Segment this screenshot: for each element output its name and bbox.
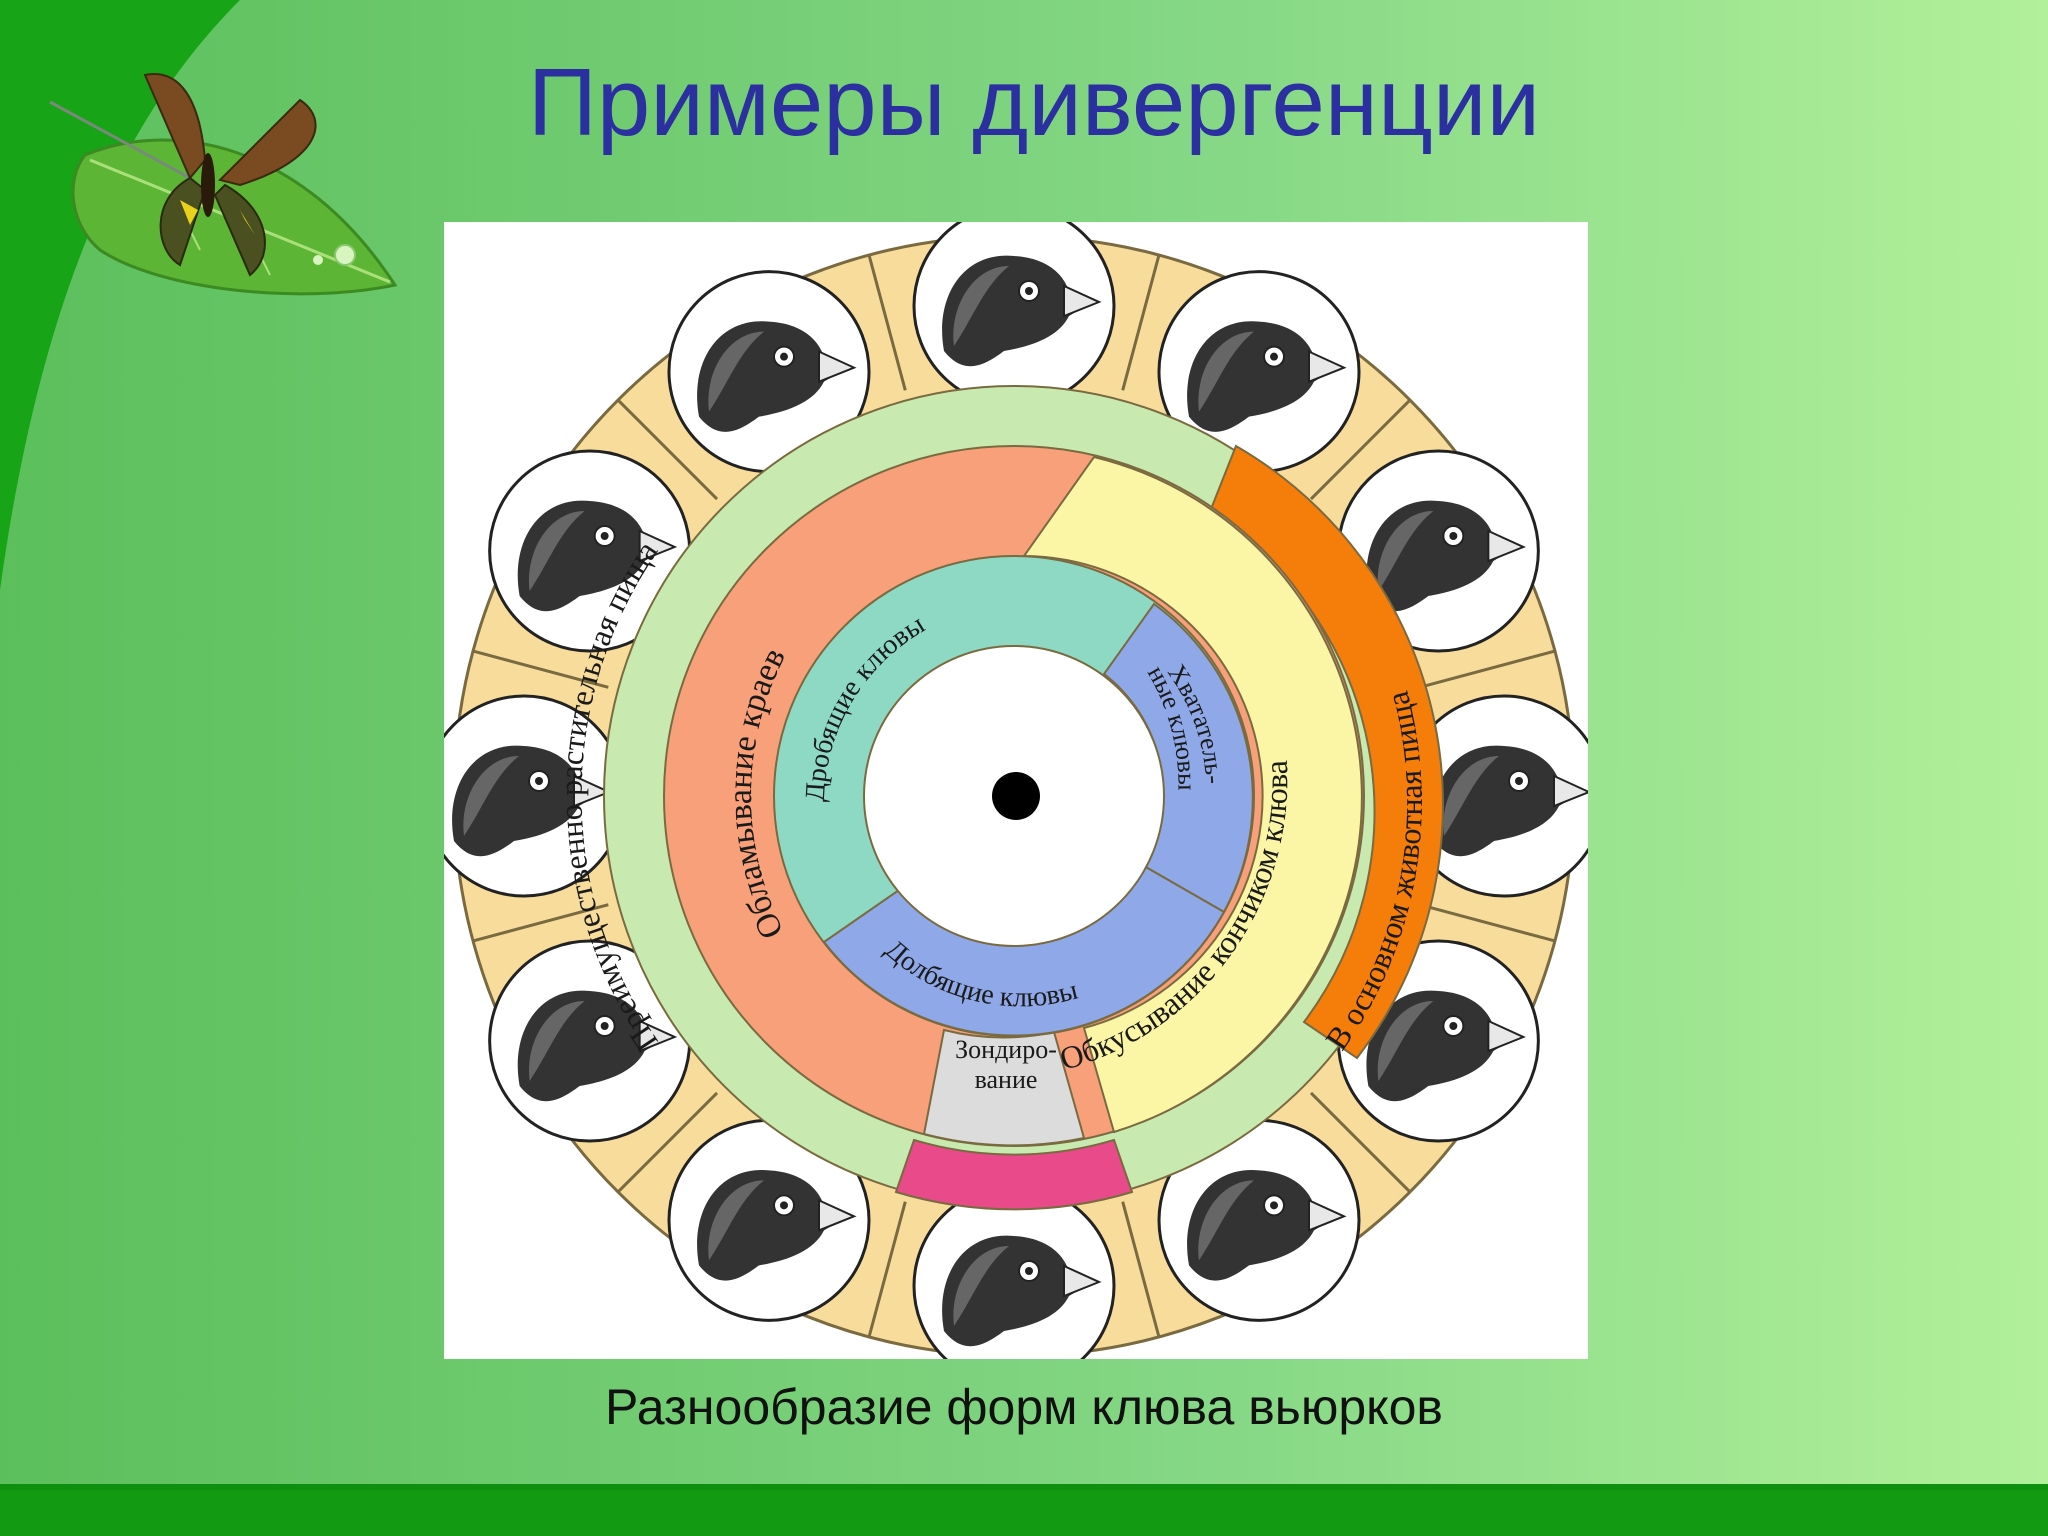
ring-divider: [867, 1201, 907, 1338]
ring-divider: [867, 254, 907, 391]
bird-head-icon: [912, 222, 1116, 408]
method-ring-biting: [1022, 455, 1363, 1134]
label-probing-1: Зондиро-: [955, 1035, 1057, 1064]
bird-head-icon: [667, 270, 871, 474]
ring-divider: [1121, 254, 1161, 391]
beak-divergence-wheel: Преимущественно растительная пища В осно…: [444, 222, 1588, 1359]
ring-divider: [616, 398, 719, 501]
ring-divider: [616, 1091, 719, 1194]
bird-head-icon: [912, 1184, 1116, 1359]
ring-divider: [472, 649, 609, 689]
ring-divider: [1419, 903, 1556, 943]
bird-head-icon: [488, 939, 692, 1143]
bird-head-icon: [444, 694, 626, 898]
diet-ring-animal: [1207, 444, 1444, 1060]
method-ring-probing: [922, 1028, 1086, 1147]
label-probing-2: вание: [975, 1065, 1038, 1094]
bird-head-icon: [667, 1118, 871, 1322]
ring-divider: [1309, 1091, 1412, 1194]
ring-divider: [1121, 1201, 1161, 1338]
center-dot: [992, 772, 1040, 820]
butterfly-leaf-logo: [49, 73, 398, 296]
slide-caption: Разнообразие форм клюва вьюрков: [605, 1379, 1443, 1435]
ring-divider: [1309, 398, 1412, 501]
bird-head-icon: [488, 449, 692, 653]
slide-title: Примеры дивергенции: [527, 49, 1541, 156]
bird-head-icon: [1157, 270, 1361, 474]
bird-head-icon: [1402, 694, 1588, 898]
bird-heads-ring: [444, 222, 1588, 1359]
ring-divider: [472, 903, 609, 943]
outer-ring-dividers: [472, 254, 1556, 1338]
diagram-panel: Преимущественно растительная пища В осно…: [444, 222, 1588, 1359]
diet-ring-pink: [894, 1138, 1134, 1211]
bird-head-icon: [1157, 1118, 1361, 1322]
ring-divider: [1419, 649, 1556, 689]
